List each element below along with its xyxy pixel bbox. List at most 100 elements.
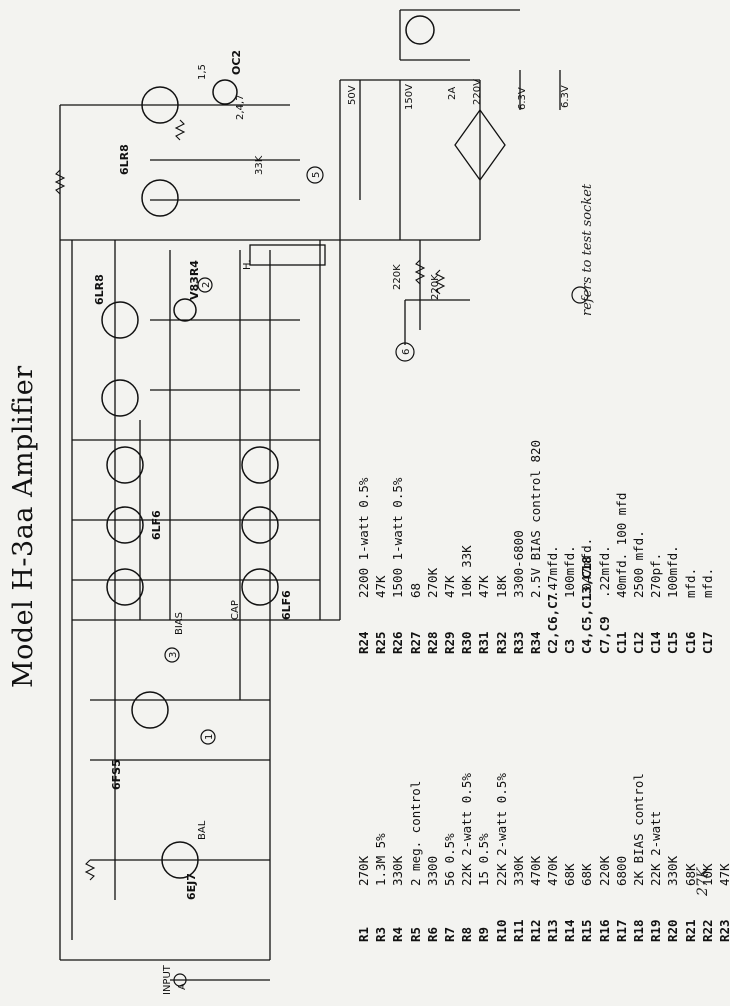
part-row: R4 330K — [389, 773, 406, 942]
part-value: 270pf. — [648, 552, 664, 598]
part-row: R176800 — [613, 773, 630, 942]
part-ref: C16 — [682, 631, 698, 654]
v150-label: 150V — [404, 84, 415, 110]
part-ref: R20 — [665, 919, 681, 942]
part-ref: R7 — [441, 926, 457, 942]
part-row: C3100mfd. — [561, 440, 578, 654]
part-ref: C7,C9 — [596, 616, 612, 654]
part-value: 2.5V BIAS control 820 — [527, 439, 543, 598]
part-ref: R32 — [493, 631, 509, 654]
part-value: 100mfd. — [562, 545, 578, 598]
part-value: 47K — [441, 575, 457, 598]
part-row: R3147K — [475, 440, 492, 654]
v63a-label: 6.3V — [517, 87, 528, 110]
part-row: R915 0.5% — [475, 773, 492, 942]
part-value: 47K — [476, 575, 492, 598]
part-row: R3010K 33K — [458, 440, 475, 654]
tube-label-v83r4: V83R4 — [188, 260, 201, 300]
part-ref: R33 — [510, 631, 526, 654]
bias-label: BIAS — [174, 612, 185, 635]
part-value: 3300-6800 — [510, 530, 526, 598]
part-row: C14 270pf. — [647, 440, 664, 654]
part-row: C4,C5,C13,C18.047mfd. — [578, 440, 595, 654]
tube-label-oc2: OC2 — [230, 50, 243, 75]
part-row: C15 100mfd. — [664, 440, 681, 654]
part-ref: R3 — [373, 926, 389, 942]
part-value: 22K 2-watt 0.5% — [459, 773, 475, 886]
part-ref: R23 — [716, 919, 730, 942]
part-row: R2347K — [716, 773, 730, 942]
part-ref: R26 — [390, 631, 406, 654]
part-ref: R5 — [407, 926, 423, 942]
part-row: C122500 mfd. — [630, 440, 647, 654]
v50-label: 50V — [347, 85, 358, 105]
part-value: 6800 — [613, 855, 629, 886]
oc2-pins-a: 1,5 — [197, 64, 208, 80]
tube-label-6lr8-mid: 6LR8 — [93, 274, 106, 305]
part-row: C2,C6,C7.47mfd. — [544, 440, 561, 654]
r220k-b-label: 220K — [430, 274, 441, 300]
part-ref: R15 — [579, 919, 595, 942]
node-3-label: 3 — [168, 652, 179, 658]
part-ref: R24 — [356, 631, 371, 654]
part-ref: R14 — [562, 919, 578, 942]
part-row: R16220K — [596, 773, 613, 942]
part-row: R32 18K — [493, 440, 510, 654]
tube-label-6lf6-b: 6LF6 — [280, 590, 293, 620]
part-row: R2547K — [372, 440, 389, 654]
part-value: 330K — [390, 855, 406, 886]
part-ref: C15 — [665, 631, 681, 654]
part-ref: R16 — [596, 919, 612, 942]
part-value: 68K — [562, 863, 578, 886]
part-ref: C14 — [648, 631, 664, 654]
part-row: R11330K — [510, 773, 527, 942]
v63b-label: 6.3V — [560, 85, 571, 108]
note-27k: 27K — [695, 867, 711, 896]
r220k-a-label: 220K — [392, 264, 403, 290]
part-row: R1568K — [578, 773, 595, 942]
part-value: 40mfd. 100 mfd — [613, 492, 629, 598]
part-value: 470K — [527, 855, 543, 886]
part-row: R14 68K — [561, 773, 578, 942]
a2-label: 2A — [447, 87, 458, 100]
part-ref: C12 — [631, 631, 646, 654]
tube-label-6ej7: 6EJ7 — [185, 873, 198, 900]
bal-label: BAL — [197, 820, 208, 840]
part-value: 22K 2-watt 0.5% — [493, 773, 509, 886]
part-row: R342.5V BIAS control 820 — [527, 440, 544, 654]
part-row: R33 3300-6800 — [510, 440, 527, 654]
part-value: 3300 — [424, 855, 440, 886]
part-row: R29 47K — [441, 440, 458, 654]
part-row: R2168K — [682, 773, 699, 942]
part-row: R63300 — [424, 773, 441, 942]
part-row: R18 2K BIAS control — [630, 773, 647, 942]
page-title: Model H-3aa Amplifier — [8, 365, 39, 688]
cap-label: CAP — [230, 600, 241, 620]
part-ref: R11 — [510, 919, 526, 942]
part-value: 22K 2-watt — [648, 810, 664, 886]
part-row: R10 22K 2-watt 0.5% — [493, 773, 510, 942]
part-row: C7,C9.22mfd. — [596, 440, 613, 654]
part-ref: R4 — [390, 926, 406, 942]
part-ref: C2,C6,C7 — [545, 593, 561, 654]
part-value: 2 meg. control — [407, 780, 423, 886]
part-row: C16 mfd. — [682, 440, 699, 654]
part-ref: R8 — [459, 926, 475, 942]
part-value: 10K 33K — [459, 545, 475, 598]
part-value: 100mfd. — [665, 545, 681, 598]
part-value: 18K — [493, 575, 509, 598]
part-value: 270K — [356, 855, 371, 886]
part-value: mfd. — [699, 567, 715, 598]
part-ref: R10 — [493, 919, 509, 942]
part-ref: R9 — [476, 926, 492, 942]
part-ref: R19 — [648, 919, 664, 942]
part-value: .47mfd. — [545, 545, 561, 598]
part-row: R28270K — [424, 440, 441, 654]
part-value: 2K BIAS control — [631, 773, 646, 886]
part-ref: R29 — [441, 631, 457, 654]
node-6-label: 6 — [401, 349, 412, 355]
part-value: mfd. — [682, 567, 698, 598]
part-row: R20330K — [664, 773, 681, 942]
part-ref: R28 — [424, 631, 440, 654]
part-ref: R18 — [631, 919, 646, 942]
